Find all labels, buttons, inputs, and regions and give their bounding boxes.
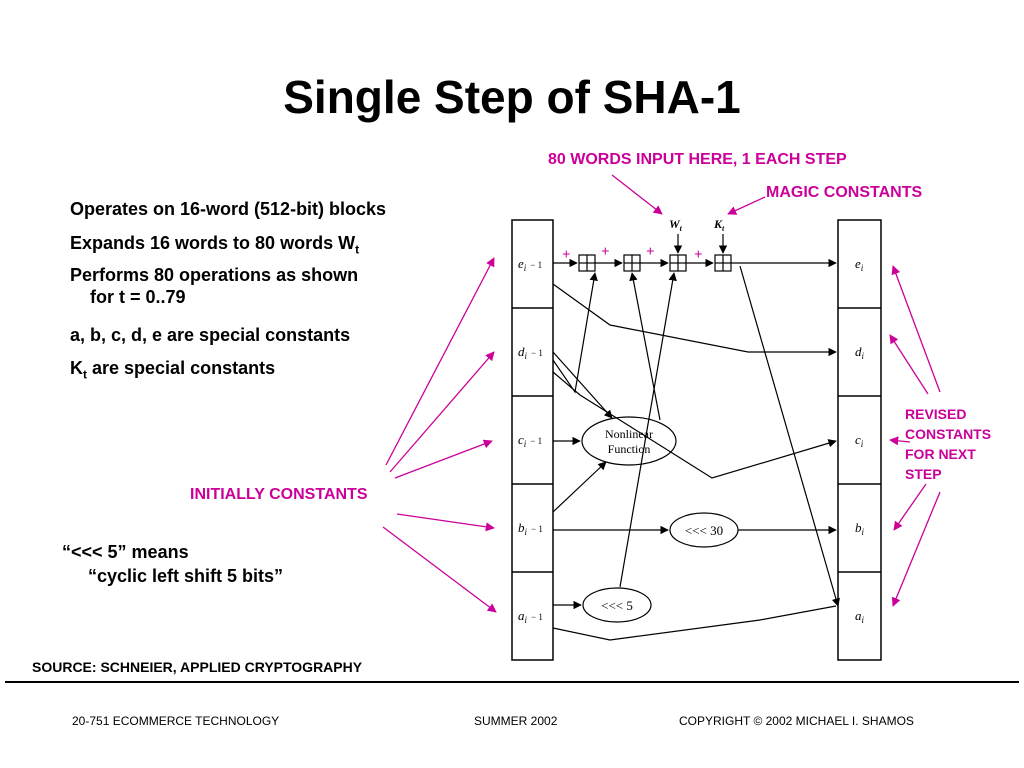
adder-chain — [553, 234, 837, 272]
register-a-next: ai — [855, 608, 865, 625]
register-d-next: di — [855, 344, 865, 361]
plus-sign: + — [694, 247, 703, 263]
bullet-item: Performs 80 operations as shown for t = … — [70, 265, 359, 307]
bullet-item: a, b, c, d, e are special constants — [70, 325, 351, 345]
register-d-prev: di− 1 — [518, 344, 543, 361]
plus-sign: + — [646, 244, 655, 260]
data-flow-lines — [552, 265, 840, 641]
wt-label: Wt — [669, 217, 683, 233]
svg-text:Function: Function — [608, 442, 651, 456]
register-a-prev: ai− 1 — [518, 608, 543, 625]
register-c-prev: ci− 1 — [518, 432, 542, 449]
plus-sign: + — [562, 247, 571, 263]
left-register-column: ei− 1 di− 1 ci− 1 bi− 1 ai− 1 — [511, 219, 554, 661]
plus-sign: + — [601, 244, 610, 260]
register-e-next: ei — [855, 256, 864, 273]
bullet-item: Expands 16 words to 80 words Wt — [70, 233, 360, 257]
revised-constants-label: REVISED CONSTANTS FOR NEXT STEP — [905, 406, 992, 482]
magic-constants-label: MAGIC CONSTANTS — [766, 184, 923, 201]
page-title: Single Step of SHA-1 — [283, 71, 741, 123]
svg-text:<<< 5: <<< 5 — [601, 598, 633, 613]
nonlinear-function-block: Nonlinear Function — [581, 416, 677, 466]
svg-text:<<< 30: <<< 30 — [685, 523, 723, 538]
shift-5-block: <<< 5 — [582, 587, 652, 623]
register-b-prev: bi− 1 — [518, 520, 543, 537]
footer-term: SUMMER 2002 — [474, 714, 558, 728]
register-e-prev: ei− 1 — [518, 256, 542, 273]
source-citation: SOURCE: SCHNEIER, APPLIED CRYPTOGRAPHY — [32, 659, 363, 675]
shift-note: “<<< 5” means “cyclic left shift 5 bits” — [62, 542, 284, 586]
register-c-next: ci — [855, 432, 864, 449]
kt-label: Kt — [713, 217, 725, 233]
bullet-item: Kt are special constants — [70, 358, 276, 382]
svg-text:Nonlinear: Nonlinear — [605, 427, 653, 441]
initially-constants-label: INITIALLY CONSTANTS — [190, 486, 368, 503]
footer-copyright: COPYRIGHT © 2002 MICHAEL I. SHAMOS — [679, 714, 914, 728]
footer-divider — [5, 681, 1019, 683]
annotation-arrows — [382, 174, 941, 613]
words-input-label: 80 WORDS INPUT HERE, 1 EACH STEP — [548, 151, 847, 168]
bullet-item: Operates on 16-word (512-bit) blocks — [70, 199, 387, 219]
shift-30-block: <<< 30 — [669, 512, 739, 548]
right-register-column: ei di ci bi ai — [837, 219, 882, 661]
footer-course: 20-751 ECOMMERCE TECHNOLOGY — [72, 714, 280, 728]
register-b-next: bi — [855, 520, 865, 537]
